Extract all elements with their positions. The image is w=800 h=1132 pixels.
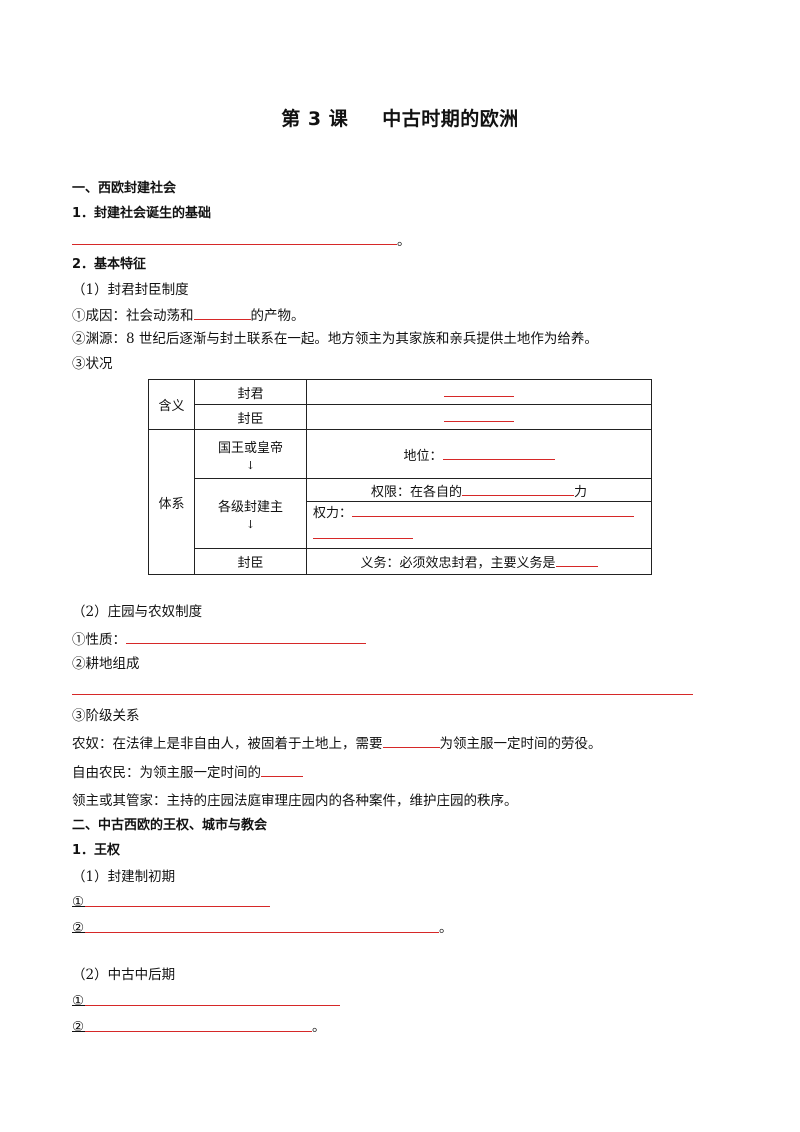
item-features: 2．基本特征	[72, 257, 147, 272]
cell-meaning: 含义	[148, 379, 195, 430]
circled-1: ①	[72, 993, 85, 1009]
sub-early-feudal: （1）封建制初期	[72, 869, 176, 885]
source-line: ②渊源：8 世纪后逐渐与封土联系在一起。地方领主为其家族和亲兵提供土地作为给养。	[72, 331, 598, 347]
king-label: 国王或皇帝	[217, 440, 283, 456]
answer-blank[interactable]	[261, 763, 303, 777]
early-1-line: ①	[72, 893, 270, 911]
situation-line: ③状况	[72, 356, 113, 372]
authority-suffix: 力	[574, 484, 588, 500]
answer-blank[interactable]	[462, 483, 574, 496]
sub-manor-system: （2）庄园与农奴制度	[72, 604, 203, 620]
origin-line: ①成因：社会动荡和 的产物。	[72, 306, 305, 325]
down-arrow-icon: ↓	[245, 458, 256, 472]
answer-blank[interactable]: ①	[72, 992, 340, 1009]
cell-authority: 权限：在各自的 力	[306, 478, 652, 502]
serf-prefix: 农奴：在法律上是非自由人，被固着于土地上，需要	[72, 736, 383, 752]
lord-line: 领主或其管家：主持的庄园法庭审理庄园内的各种案件，维护庄园的秩序。	[72, 793, 518, 809]
down-arrow-icon: ↓	[245, 518, 256, 531]
authority-prefix: 权限：在各自的	[370, 484, 462, 500]
item-foundation: 1．封建社会诞生的基础	[72, 206, 212, 221]
answer-blank[interactable]	[72, 231, 397, 245]
cell-lord-answer	[306, 379, 652, 405]
answer-blank[interactable]: ②	[72, 1018, 312, 1035]
lesson-name: 中古时期的欧洲	[382, 108, 519, 130]
cell-king: 国王或皇帝 ↓	[194, 429, 307, 479]
answer-blank[interactable]	[382, 734, 440, 748]
sub-feudal-system: （1）封君封臣制度	[72, 282, 189, 298]
item-royal-power: 1．王权	[72, 843, 121, 858]
answer-blank[interactable]	[444, 409, 514, 422]
sub-mid-late: （2）中古中后期	[72, 967, 176, 983]
page-title: 第 3 课 中古时期的欧洲	[0, 104, 800, 131]
classes-line: ③阶级关系	[72, 708, 140, 724]
serf-suffix: 为领主服一定时间的劳役。	[439, 736, 602, 752]
early-2-line: ②。	[72, 919, 453, 937]
period: 。	[439, 920, 453, 936]
mid-2-line: ②。	[72, 1018, 326, 1036]
answer-blank[interactable]	[555, 554, 598, 567]
answer-blank[interactable]	[193, 306, 251, 320]
duty-text: 义务：必须效忠封君，主要义务是	[360, 556, 556, 571]
blank-foundation-line: 。	[72, 231, 411, 250]
cell-vassal-2: 封臣	[194, 548, 307, 575]
nature-label: ①性质：	[72, 632, 126, 648]
circled-2: ②	[72, 1019, 85, 1035]
serf-line: 农奴：在法律上是非自由人，被固着于土地上，需要 为领主服一定时间的劳役。	[72, 734, 602, 753]
cell-vassal: 封臣	[194, 404, 307, 430]
feudal-table: 含义 封君 封臣 体系 国王或皇帝 ↓ 地位： 各级封建主 ↓ 权限：在各自的 力 权…	[148, 379, 652, 575]
land-line: ②耕地组成	[72, 656, 140, 672]
period: 。	[397, 233, 411, 249]
nature-line: ①性质：	[72, 630, 366, 649]
nobles-label: 各级封建主	[217, 500, 283, 515]
answer-blank[interactable]	[126, 630, 366, 644]
power-label: 权力：	[313, 506, 353, 521]
origin-suffix: 的产物。	[250, 308, 305, 324]
free-peasant-prefix: 自由农民：为领主服一定时间的	[72, 765, 261, 781]
cell-vassal-answer	[306, 404, 652, 430]
answer-blank[interactable]	[313, 526, 413, 539]
answer-blank[interactable]: ①	[72, 893, 270, 910]
status-label: 地位：	[403, 448, 443, 464]
section-2-heading: 二、中古西欧的王权、城市与教会	[72, 818, 268, 833]
land-blank-line	[72, 681, 693, 700]
cell-power: 权力：	[306, 501, 652, 549]
answer-blank[interactable]	[444, 384, 514, 397]
cell-system: 体系	[148, 429, 195, 575]
cell-lord: 封君	[194, 379, 307, 405]
answer-blank[interactable]	[72, 681, 693, 695]
cell-status: 地位：	[306, 429, 652, 479]
circled-1: ①	[72, 894, 85, 910]
period: 。	[312, 1019, 326, 1035]
cell-nobles: 各级封建主 ↓	[194, 478, 307, 549]
answer-blank[interactable]: ②	[72, 919, 439, 936]
lesson-number: 第 3 课	[281, 108, 349, 130]
circled-2: ②	[72, 920, 85, 936]
answer-blank[interactable]	[352, 504, 635, 517]
free-peasant-line: 自由农民：为领主服一定时间的	[72, 763, 303, 782]
mid-1-line: ①	[72, 992, 340, 1010]
origin-prefix: ①成因：社会动荡和	[72, 308, 194, 324]
section-1-heading: 一、西欧封建社会	[72, 181, 177, 196]
cell-duty: 义务：必须效忠封君，主要义务是	[306, 548, 652, 575]
answer-blank[interactable]	[442, 447, 555, 460]
